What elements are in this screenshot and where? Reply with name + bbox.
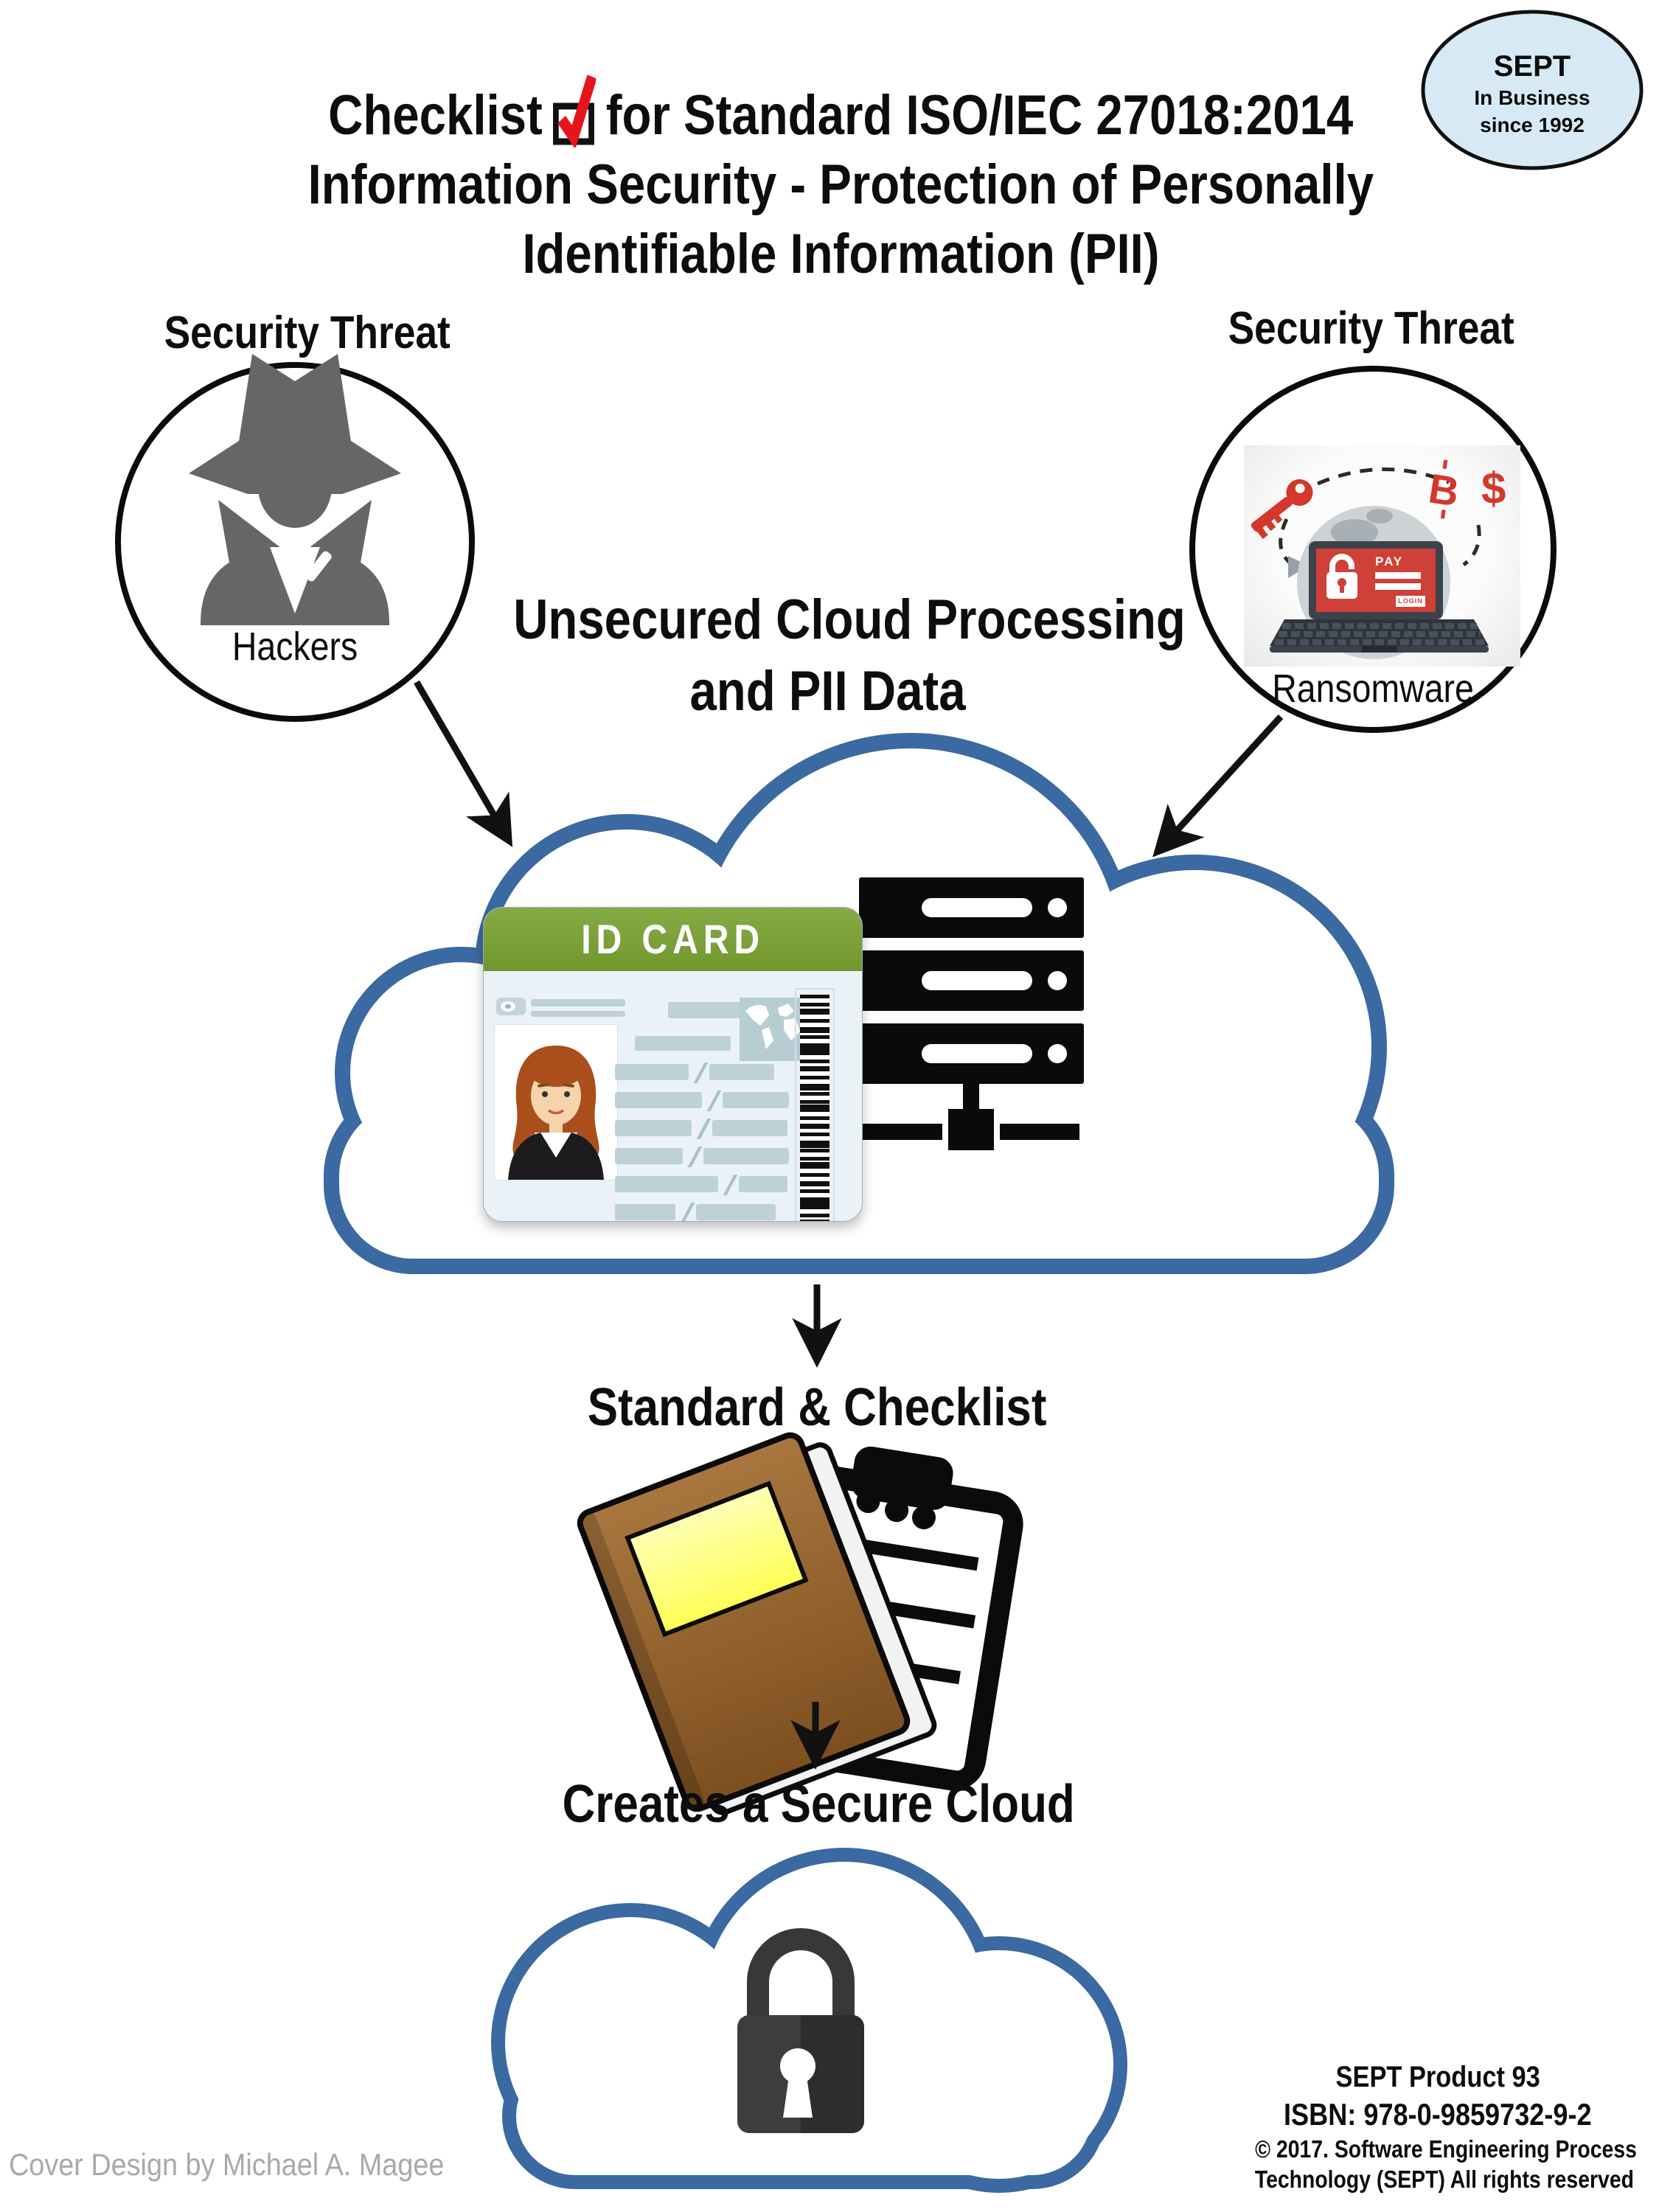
- cover-title: Checklist for Standard ISO/IEC 27018:2014…: [103, 71, 1578, 289]
- ransomware-graphic: PAY LOGIN B $: [1244, 445, 1520, 667]
- dollar-symbol: $: [1481, 464, 1506, 513]
- woman-portrait: [508, 1046, 604, 1180]
- security-threat-heading-left: Security Threat: [164, 307, 451, 358]
- creates-secure-cloud-heading: Creates a Secure Cloud: [562, 1775, 1075, 1834]
- arrow-hackers-to-cloud: [414, 680, 513, 847]
- unsecured-cloud-caption: Unsecured Cloud Processing and PII Data: [459, 584, 1196, 727]
- security-threat-heading-right: Security Threat: [1228, 303, 1515, 354]
- ransom-laptop-icon: [1270, 541, 1489, 653]
- title-line-3: Identifiable Information (PII): [521, 223, 1160, 285]
- flow-arrows: [414, 680, 1284, 1770]
- hackers-circle: [115, 362, 475, 722]
- id-card-emblem: [496, 998, 526, 1015]
- copyright-line-1: © 2017. Software Engineering Process: [1255, 2135, 1637, 2163]
- hackers-label: Hackers: [232, 625, 358, 669]
- barcode: [796, 989, 834, 1221]
- id-card-title: ID CARD: [581, 916, 765, 962]
- standard-checklist-heading: Standard & Checklist: [587, 1378, 1047, 1437]
- ransom-pay-label: PAY: [1375, 554, 1404, 568]
- spy-icon: [189, 354, 401, 625]
- arrow-ransomware-to-cloud: [1152, 714, 1284, 858]
- ransom-key-icon: [1251, 479, 1313, 539]
- publisher-info: SEPT Product 93 ISBN: 978-0-9859732-9-2 …: [1224, 2059, 1652, 2194]
- badge-name: SEPT: [1493, 50, 1571, 83]
- ransomware-label: Ransomware: [1272, 667, 1474, 711]
- badge-line2: In Business: [1474, 86, 1590, 109]
- title-line-1: Checklist for Standard ISO/IEC 27018:2014: [103, 71, 1578, 150]
- caption-line-2: and PII Data: [689, 660, 966, 723]
- product-number: SEPT Product 93: [1335, 2061, 1540, 2093]
- red-checkmark-box-icon: [552, 71, 596, 147]
- ransomware-scene: [1251, 467, 1489, 659]
- ransom-login-button: LOGIN: [1396, 596, 1425, 607]
- sept-badge: SEPT In Business since 1992: [1423, 49, 1641, 139]
- book-icon: [577, 1432, 937, 1815]
- id-card-header: [484, 908, 862, 971]
- title-line-2: Information Security - Protection of Per…: [307, 153, 1374, 216]
- isbn: ISBN: 978-0-9859732-9-2: [1284, 2097, 1592, 2132]
- badge-line3: since 1992: [1480, 114, 1585, 136]
- copyright-line-2: Technology (SEPT) All rights reserved: [1254, 2166, 1634, 2193]
- dashed-arrowhead: [1288, 556, 1309, 578]
- sept-badge-oval: [1421, 10, 1644, 170]
- caption-line-1: Unsecured Cloud Processing: [513, 588, 1186, 651]
- id-card-photo: [494, 1024, 618, 1180]
- cover-design-credit: Cover Design by Michael A. Magee: [9, 2147, 445, 2182]
- padlock-icon: [737, 1928, 864, 2133]
- title-line1-prefix: Checklist: [327, 84, 543, 147]
- server-stack-icon: [859, 877, 1084, 1150]
- id-card-graphic: ID CARD: [483, 907, 863, 1222]
- title-line1-suffix: for Standard ISO/IEC 27018:2014: [605, 84, 1354, 147]
